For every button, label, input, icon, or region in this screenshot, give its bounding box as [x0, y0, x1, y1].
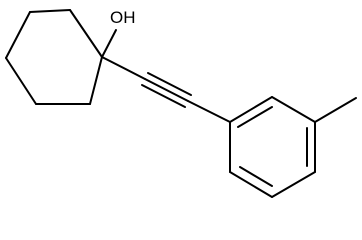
hydroxyl-bond: [101, 29, 117, 58]
bond: [229, 96, 273, 123]
bond: [147, 72, 192, 96]
bond: [141, 84, 186, 108]
bond: [69, 9, 103, 58]
bond: [229, 171, 273, 198]
aromatic-inner-bond: [237, 106, 273, 128]
cyclohexane-ring: [5, 9, 103, 105]
molecule-structure: OH: [5, 8, 357, 198]
aryl-connector-bond: [187, 100, 231, 123]
aromatic-inner-bond: [239, 166, 273, 187]
alkyne-triple-bond: [141, 72, 192, 108]
bond: [5, 11, 31, 59]
bond: [29, 9, 71, 13]
bond: [89, 56, 103, 105]
methyl-bond: [314, 97, 357, 123]
bond: [5, 57, 37, 105]
hydroxyl-label: OH: [110, 8, 136, 27]
bond: [144, 78, 189, 102]
alkyne-connector-bond: [101, 56, 146, 80]
bond: [271, 96, 316, 123]
benzene-ring: [229, 96, 316, 198]
bond: [271, 171, 316, 198]
